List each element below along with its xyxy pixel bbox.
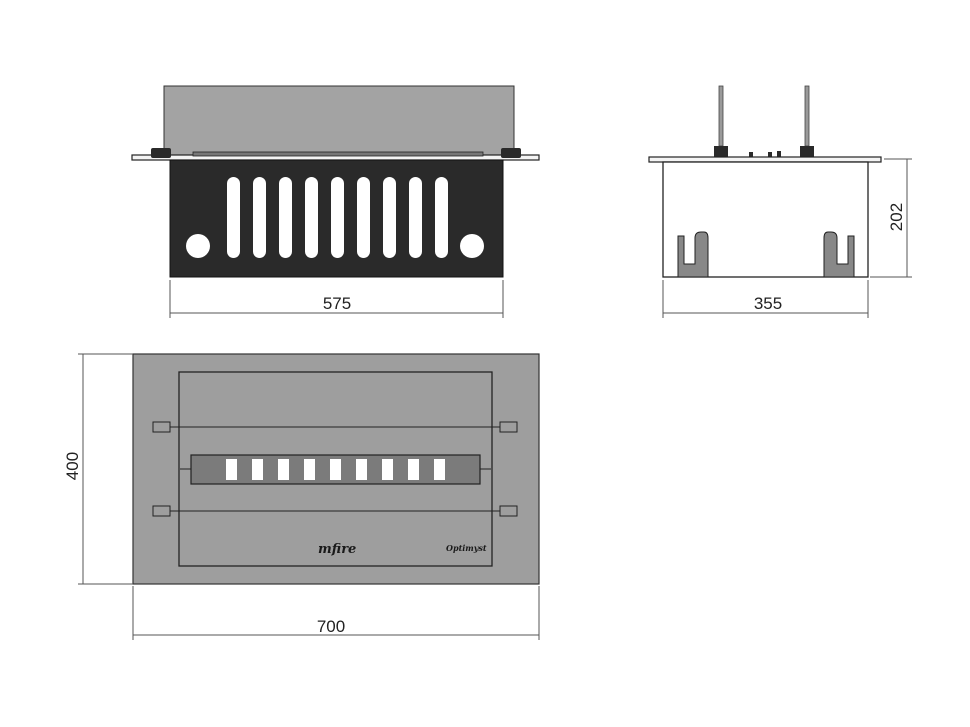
side-knob: [749, 152, 753, 157]
dimension-side-height: 202: [870, 158, 912, 278]
side-leg-left: [677, 231, 709, 278]
top-width-label: 700: [317, 617, 345, 636]
top-clip: [152, 505, 171, 517]
front-vent-slots: [227, 177, 448, 258]
front-hole-left: [186, 234, 210, 258]
burner-slot: [226, 459, 237, 480]
burner-slot: [304, 459, 315, 480]
side-depth-label: 355: [754, 294, 782, 313]
front-clip-right: [501, 148, 521, 158]
dimension-front-width: 575: [169, 280, 504, 318]
front-width-label: 575: [323, 294, 351, 313]
burner-slot: [252, 459, 263, 480]
burner-slot: [278, 459, 289, 480]
vent-slot: [253, 177, 266, 258]
side-height-label: 202: [887, 203, 906, 231]
side-rod-base-left: [714, 146, 728, 157]
vent-slot: [435, 177, 448, 258]
side-rod-base-right: [800, 146, 814, 157]
vent-slot: [409, 177, 422, 258]
top-view: mfire Optimyst 400 700: [63, 353, 540, 640]
vent-slot: [331, 177, 344, 258]
mfire-logo: mfire: [318, 542, 356, 557]
top-clip: [499, 421, 518, 433]
dimension-top-height: 400: [63, 353, 133, 585]
burner-slot: [356, 459, 367, 480]
vent-slot: [279, 177, 292, 258]
top-clip: [499, 505, 518, 517]
side-view: 355 202: [648, 85, 912, 318]
top-height-label: 400: [63, 452, 82, 480]
vent-slot: [357, 177, 370, 258]
side-leg-right: [823, 231, 855, 278]
side-top-flange: [648, 156, 882, 163]
top-burner-slots: [226, 459, 445, 480]
side-rod-right: [804, 85, 810, 147]
front-view: 575: [131, 85, 540, 318]
dimension-side-depth: 355: [662, 280, 869, 318]
burner-slot: [434, 459, 445, 480]
burner-slot: [330, 459, 341, 480]
dimension-top-width: 700: [132, 586, 540, 640]
front-flange-strip: [192, 151, 484, 157]
side-knob: [768, 152, 772, 157]
burner-slot: [382, 459, 393, 480]
burner-slot: [408, 459, 419, 480]
side-knob: [777, 151, 781, 157]
optimyst-logo: Optimyst: [446, 543, 487, 553]
side-rod-left: [718, 85, 724, 147]
vent-slot: [305, 177, 318, 258]
top-clip: [152, 421, 171, 433]
front-glass-panel: [163, 85, 515, 159]
front-hole-right: [460, 234, 484, 258]
vent-slot: [227, 177, 240, 258]
vent-slot: [383, 177, 396, 258]
front-clip-left: [151, 148, 171, 158]
